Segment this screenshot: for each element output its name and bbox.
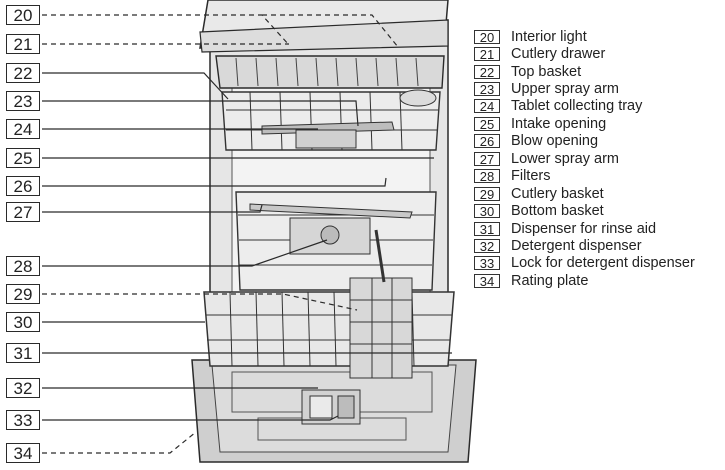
legend-item: 28 Filters bbox=[474, 168, 725, 185]
cutlery-drawer bbox=[215, 55, 445, 89]
callout-25: 25 bbox=[6, 148, 40, 168]
legend-label: Dispenser for rinse aid bbox=[511, 220, 657, 237]
legend-number: 34 bbox=[474, 273, 500, 288]
legend-item: 21 Cutlery drawer bbox=[474, 45, 725, 62]
detergent-dispenser bbox=[301, 389, 361, 425]
legend-item: 23 Upper spray arm bbox=[474, 80, 725, 97]
leader-line-29 bbox=[42, 293, 358, 311]
legend-item: 30 Bottom basket bbox=[474, 202, 725, 219]
legend-label: Top basket bbox=[511, 63, 582, 80]
legend-label: Lock for detergent dispenser bbox=[511, 255, 695, 272]
bottom-basket bbox=[203, 291, 455, 367]
leader-line-34 bbox=[42, 431, 197, 454]
callout-30: 30 bbox=[6, 312, 40, 332]
legend-number: 29 bbox=[474, 186, 500, 201]
legend-number: 25 bbox=[474, 116, 500, 131]
legend-item: 25 Intake opening bbox=[474, 115, 725, 132]
legend-item: 29 Cutlery basket bbox=[474, 185, 725, 202]
legend-number: 26 bbox=[474, 134, 500, 149]
legend: 20 Interior light 21 Cutlery drawer 22 Top ba… bbox=[474, 28, 725, 290]
legend-number: 33 bbox=[474, 256, 500, 271]
legend-number: 30 bbox=[474, 204, 500, 219]
legend-number: 21 bbox=[474, 47, 500, 62]
legend-label: Bottom basket bbox=[511, 203, 604, 220]
legend-number: 22 bbox=[474, 64, 500, 79]
callout-24: 24 bbox=[6, 119, 40, 139]
legend-label: Intake opening bbox=[511, 115, 607, 132]
leader-line-20 bbox=[42, 14, 399, 48]
legend-label: Tablet collecting tray bbox=[511, 98, 643, 115]
legend-item: 20 Interior light bbox=[474, 28, 725, 45]
callout-22: 22 bbox=[6, 63, 40, 83]
legend-number: 31 bbox=[474, 221, 500, 236]
legend-item: 34 Rating plate bbox=[474, 272, 725, 289]
leader-line-33 bbox=[42, 415, 339, 421]
callout-26: 26 bbox=[6, 176, 40, 196]
legend-item: 32 Detergent dispenser bbox=[474, 237, 725, 254]
legend-label: Cutlery basket bbox=[511, 185, 604, 202]
legend-number: 32 bbox=[474, 238, 500, 253]
leader-line-23 bbox=[42, 100, 359, 127]
legend-number: 24 bbox=[474, 99, 500, 114]
legend-number: 23 bbox=[474, 82, 500, 97]
legend-label: Filters bbox=[511, 168, 551, 185]
upper-spray-arm bbox=[261, 121, 395, 149]
legend-item: 22 Top basket bbox=[474, 63, 725, 80]
callout-20: 20 bbox=[6, 5, 40, 25]
lid bbox=[199, 0, 449, 53]
leader-line-27 bbox=[42, 204, 263, 213]
legend-label: Lower spray arm bbox=[511, 150, 619, 167]
callout-29: 29 bbox=[6, 284, 40, 304]
callout-32: 32 bbox=[6, 378, 40, 398]
callout-27: 27 bbox=[6, 202, 40, 222]
legend-number: 27 bbox=[474, 151, 500, 166]
legend-item: 27 Lower spray arm bbox=[474, 150, 725, 167]
callout-28: 28 bbox=[6, 256, 40, 276]
leader-line-28 bbox=[42, 239, 328, 267]
callout-34: 34 bbox=[6, 443, 40, 463]
callout-21: 21 bbox=[6, 34, 40, 54]
leader-line-22 bbox=[42, 72, 229, 100]
callout-23: 23 bbox=[6, 91, 40, 111]
leader-line-26 bbox=[42, 177, 387, 187]
legend-label: Interior light bbox=[511, 28, 587, 45]
bottom-basket-upper bbox=[235, 191, 437, 291]
legend-label: Cutlery drawer bbox=[511, 46, 606, 63]
legend-label: Blow opening bbox=[511, 133, 599, 150]
callout-31: 31 bbox=[6, 343, 40, 363]
legend-number: 28 bbox=[474, 169, 500, 184]
legend-label: Rating plate bbox=[511, 272, 589, 289]
legend-label: Upper spray arm bbox=[511, 81, 619, 98]
legend-item: 26 Blow opening bbox=[474, 133, 725, 150]
cutlery-basket bbox=[349, 229, 413, 379]
callout-33: 33 bbox=[6, 410, 40, 430]
legend-item: 31 Dispenser for rinse aid bbox=[474, 220, 725, 237]
legend-item: 24 Tablet collecting tray bbox=[474, 98, 725, 115]
legend-number: 20 bbox=[474, 29, 500, 44]
legend-item: 33 Lock for detergent dispenser bbox=[474, 255, 725, 272]
legend-label: Detergent dispenser bbox=[511, 237, 642, 254]
